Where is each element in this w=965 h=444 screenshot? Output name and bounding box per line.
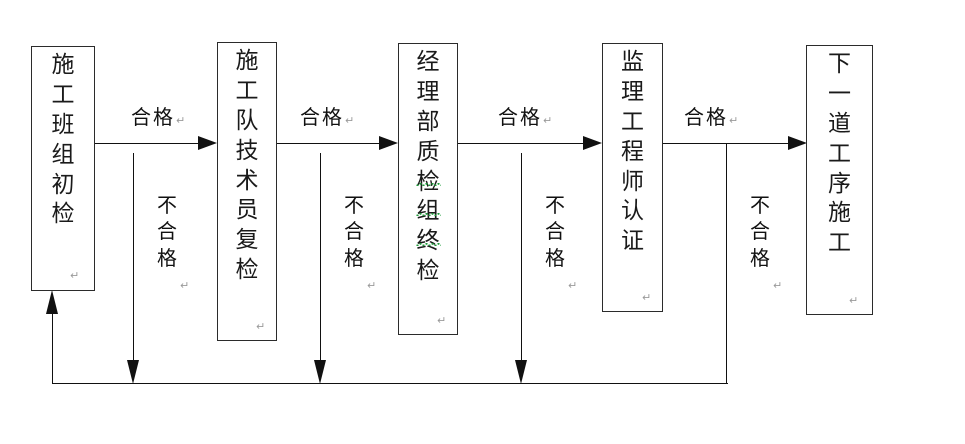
return-mark-icon: ↵: [367, 279, 377, 292]
fail-edge-line-2: [320, 153, 321, 361]
return-mark-icon: ↵: [642, 291, 652, 304]
pass-edge-label-4: 合格↵: [684, 105, 741, 129]
process-node-2-label: 施 工 队 技 术 员 复 检: [235, 48, 259, 284]
process-node-4-label: 监 理 工 程 师 认 证: [621, 49, 644, 255]
fail-edge-line-1: [133, 153, 134, 361]
fail-edge-label-2: 不 合 格: [344, 193, 364, 270]
pass-edge-label-2: 合格↵: [300, 105, 357, 129]
pass-edge-line-2: [277, 143, 379, 144]
return-mark-icon: ↵: [256, 320, 266, 333]
return-mark-icon: ↵: [180, 279, 190, 292]
return-mark-icon: ↵: [176, 114, 188, 127]
fail-edge-label-4: 不 合 格: [750, 193, 770, 270]
return-mark-icon: ↵: [345, 114, 357, 127]
return-mark-icon: ↵: [70, 269, 80, 282]
process-node-5[interactable]: 下 一 道 工 序 施 工 ↵: [806, 45, 873, 315]
fail-edge-line-4: [726, 144, 727, 384]
process-node-3-label: 经 理 部 质 检 组 终 检: [416, 49, 440, 285]
return-mark-icon: ↵: [568, 279, 578, 292]
process-node-3[interactable]: 经 理 部 质 检 组 终 检 ↵: [398, 43, 458, 335]
process-node-4[interactable]: 监 理 工 程 师 认 证 ↵: [602, 43, 663, 312]
pass-edge-line-4: [663, 143, 788, 144]
fail-edge-arrowhead-2: [314, 360, 326, 384]
pass-edge-label-1: 合格↵: [131, 105, 188, 129]
pass-edge-arrowhead-4: [788, 136, 807, 150]
return-mark-icon: ↵: [729, 114, 741, 127]
pass-edge-line-3: [458, 143, 583, 144]
rework-return-arrowhead: [46, 290, 58, 314]
return-mark-icon: ↵: [437, 314, 447, 327]
pass-edge-line-1: [95, 143, 199, 144]
process-node-2[interactable]: 施 工 队 技 术 员 复 检 ↵: [217, 42, 277, 341]
rework-return-bus: [52, 383, 728, 384]
pass-edge-label-3: 合格↵: [498, 105, 555, 129]
process-node-5-label: 下 一 道 工 序 施 工: [828, 51, 851, 257]
pass-edge-arrowhead-2: [379, 136, 398, 150]
rework-return-riser: [52, 310, 53, 384]
return-mark-icon: ↵: [543, 114, 555, 127]
process-node-1-label: 施 工 班 组 初 检: [51, 52, 75, 228]
pass-edge-arrowhead-1: [198, 136, 217, 150]
return-mark-icon: ↵: [773, 279, 783, 292]
fail-edge-arrowhead-1: [127, 360, 139, 384]
pass-edge-arrowhead-3: [583, 136, 602, 150]
fail-edge-line-3: [521, 153, 522, 361]
process-node-1[interactable]: 施 工 班 组 初 检 ↵: [31, 46, 95, 291]
fail-edge-arrowhead-3: [515, 360, 527, 384]
fail-edge-label-1: 不 合 格: [157, 193, 177, 270]
fail-edge-label-3: 不 合 格: [545, 193, 565, 270]
return-mark-icon: ↵: [849, 294, 859, 307]
